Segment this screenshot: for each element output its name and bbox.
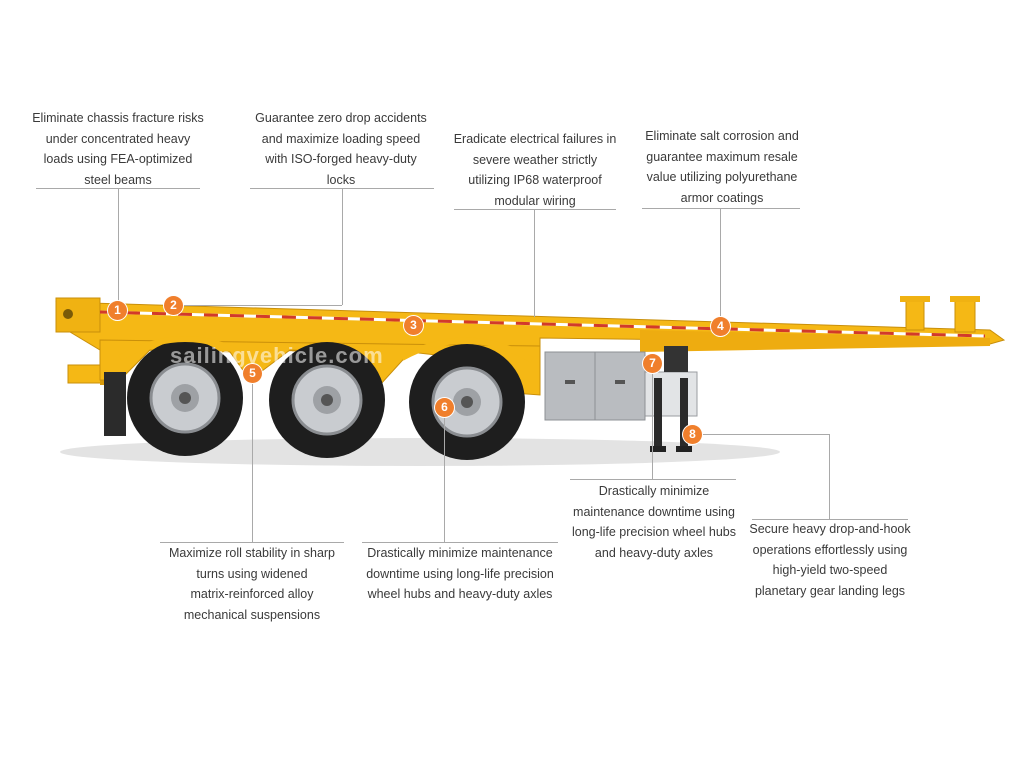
callout-3-rule [454, 209, 616, 210]
callout-6-rule [362, 542, 558, 543]
rear-bumper [67, 364, 103, 384]
callout-5-text: Maximize roll stability in sharp turns u… [168, 546, 336, 622]
callout-4-text: Eliminate salt corrosion and guarantee m… [645, 129, 799, 205]
callout-1-leader [118, 188, 119, 310]
marker-1[interactable]: 1 [108, 301, 127, 320]
callout-3-text: Eradicate electrical failures in severe … [453, 132, 617, 208]
callout-5-rule [160, 542, 344, 543]
callout-1-text: Eliminate chassis fracture risks under c… [32, 111, 204, 187]
callout-7-leader [652, 372, 653, 479]
callout-8-leader [829, 434, 830, 519]
fender-arc [118, 336, 252, 361]
callout-8-rule [752, 519, 908, 520]
callout-6-leader [444, 415, 445, 542]
marker-3[interactable]: 3 [404, 316, 423, 335]
callout-4-rule [642, 208, 800, 209]
marker-4[interactable]: 4 [711, 317, 730, 336]
wheel-1 [127, 340, 243, 456]
landing-gear-frame [644, 371, 698, 417]
marker-6[interactable]: 6 [435, 398, 454, 417]
callout-3-leader [534, 209, 535, 317]
ground-shadow [60, 438, 780, 466]
callout-7-text: Drastically minimize maintenance downtim… [572, 484, 736, 560]
callout-6-text: Drastically minimize maintenance downtim… [366, 546, 554, 601]
marker-2[interactable]: 2 [164, 296, 183, 315]
wheel-2 [269, 342, 385, 458]
callout-8-text: Secure heavy drop-and-hook operations ef… [749, 522, 911, 598]
watermark: sailingvehicle.com [170, 343, 384, 368]
mudflap [104, 372, 126, 436]
reflector-stripe [99, 310, 986, 338]
callout-5-leader [252, 382, 253, 542]
callout-2-text: Guarantee zero drop accidents and maximi… [255, 111, 427, 187]
callout-2-leader [342, 188, 343, 305]
front-lock-left [905, 297, 925, 331]
wheel-3 [409, 344, 525, 460]
callout-4-leader [720, 208, 721, 320]
front-lock-right [954, 297, 976, 333]
marker-5[interactable]: 5 [243, 364, 262, 383]
marker-7[interactable]: 7 [643, 354, 662, 373]
callout-7-rule [570, 479, 736, 480]
marker-8[interactable]: 8 [683, 425, 702, 444]
